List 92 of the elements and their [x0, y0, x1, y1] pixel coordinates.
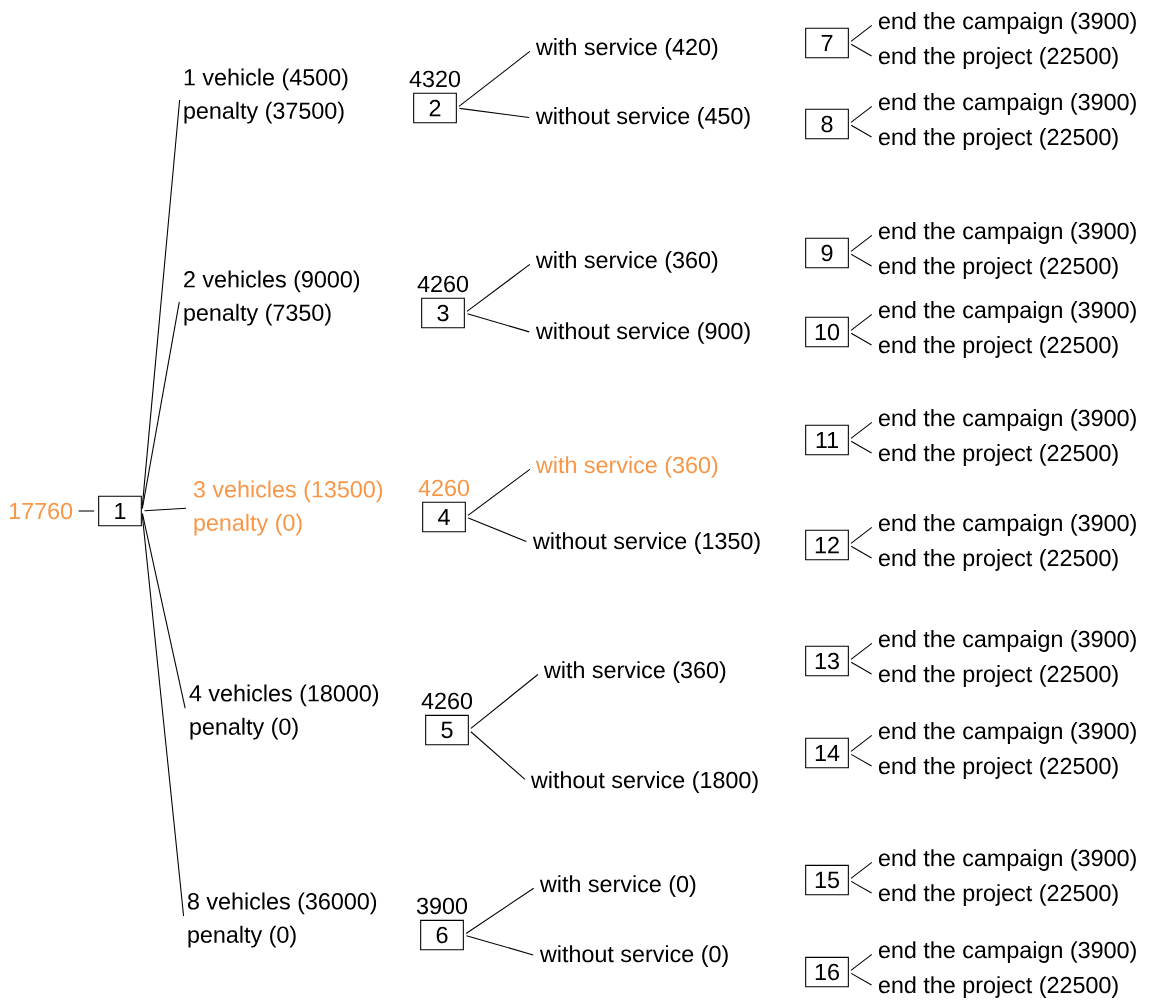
option-label: without service (900) — [535, 322, 750, 344]
branch-line — [850, 253, 873, 267]
outcome-label: end the project (22500) — [878, 336, 1118, 358]
outcome-label: end the project (22500) — [878, 884, 1118, 906]
decision-box: 6 — [420, 919, 464, 951]
branch-line — [470, 673, 539, 729]
decision-box: 4 — [422, 501, 466, 533]
decision-box: 2 — [413, 92, 457, 124]
outcome-label: end the campaign (3900) — [878, 630, 1136, 652]
option-label: with service (0) — [539, 875, 696, 897]
branch-line — [850, 440, 873, 454]
outcome-label: end the project (22500) — [878, 444, 1118, 466]
option-label: with service (360) — [535, 456, 718, 478]
decision-box: 3 — [421, 297, 465, 329]
branch-line — [850, 972, 873, 986]
outcome-label: end the campaign (3900) — [878, 722, 1136, 744]
decision-box: 12 — [805, 529, 849, 561]
option-label: 4 vehicles (18000) penalty (0) — [189, 684, 379, 740]
branch-line — [466, 313, 530, 333]
branch-line — [850, 24, 873, 42]
branch-line — [144, 507, 187, 512]
decision-box: 9 — [805, 237, 849, 269]
option-label: without service (1800) — [530, 771, 758, 793]
branch-line — [850, 313, 873, 331]
outcome-label: end the project (22500) — [878, 128, 1118, 150]
outcome-label: end the campaign (3900) — [878, 514, 1136, 536]
branch-line — [459, 107, 530, 118]
branch-line — [850, 421, 873, 439]
decision-box: 11 — [805, 424, 849, 456]
branch-line — [850, 526, 873, 544]
branch-line — [466, 263, 531, 312]
branch-line — [850, 753, 873, 767]
expected-value: 4260 — [421, 692, 473, 710]
outcome-label: end the project (22500) — [878, 47, 1118, 69]
branch-line — [850, 861, 873, 879]
decision-box: 10 — [805, 316, 849, 348]
branch-line — [850, 332, 873, 346]
decision-box: 16 — [805, 956, 849, 988]
outcome-label: end the project (22500) — [878, 549, 1118, 571]
branch-line — [850, 661, 873, 675]
branch-line — [850, 953, 873, 971]
decision-box: 7 — [805, 27, 849, 59]
expected-value: 4260 — [418, 479, 470, 497]
branch-line — [470, 731, 526, 780]
expected-value: 4260 — [417, 275, 469, 293]
branch-line — [850, 43, 873, 57]
branch-line — [467, 468, 531, 516]
option-label: 1 vehicle (4500) penalty (37500) — [184, 68, 348, 124]
branch-line — [850, 234, 873, 252]
outcome-label: end the campaign (3900) — [878, 849, 1136, 871]
decision-box: 5 — [425, 714, 469, 746]
decision-box: 13 — [805, 645, 849, 677]
outcome-label: end the campaign (3900) — [878, 941, 1136, 963]
branch-line — [458, 50, 531, 107]
option-label: without service (450) — [535, 107, 750, 129]
outcome-label: end the project (22500) — [878, 976, 1118, 998]
decision-box: 1 — [98, 495, 142, 527]
expected-value: 17760 — [9, 502, 73, 520]
branch-line — [465, 935, 534, 956]
option-label: with service (360) — [535, 251, 718, 273]
branch-line — [850, 642, 873, 660]
outcome-label: end the campaign (3900) — [878, 12, 1136, 34]
outcome-label: end the campaign (3900) — [878, 93, 1136, 115]
outcome-label: end the project (22500) — [878, 665, 1118, 687]
branch-line — [141, 513, 185, 917]
outcome-label: end the campaign (3900) — [878, 409, 1136, 431]
decision-box: 8 — [805, 108, 849, 140]
branch-line — [78, 510, 95, 512]
option-label: 2 vehicles (9000) penalty (7350) — [184, 270, 360, 326]
option-label: 8 vehicles (36000) penalty (0) — [187, 892, 377, 948]
outcome-label: end the project (22500) — [878, 257, 1118, 279]
branch-line — [850, 734, 873, 752]
option-label: without service (0) — [539, 945, 728, 967]
branch-line — [850, 880, 873, 894]
decision-box: 15 — [805, 864, 849, 896]
option-label: 3 vehicles (13500) penalty (0) — [193, 480, 383, 536]
branch-line — [141, 301, 180, 509]
expected-value: 4320 — [409, 70, 461, 88]
option-label: with service (360) — [543, 661, 726, 683]
expected-value: 3900 — [416, 897, 468, 915]
branch-line — [467, 517, 527, 543]
outcome-label: end the campaign (3900) — [878, 301, 1136, 323]
outcome-label: end the project (22500) — [878, 757, 1118, 779]
branch-line — [850, 124, 873, 138]
branch-line — [465, 887, 535, 935]
decision-box: 14 — [805, 737, 849, 769]
option-label: with service (420) — [535, 38, 718, 60]
option-label: without service (1350) — [532, 532, 760, 554]
branch-line — [850, 105, 873, 123]
outcome-label: end the campaign (3900) — [878, 222, 1136, 244]
branch-line — [850, 545, 873, 559]
branch-line — [141, 513, 186, 709]
